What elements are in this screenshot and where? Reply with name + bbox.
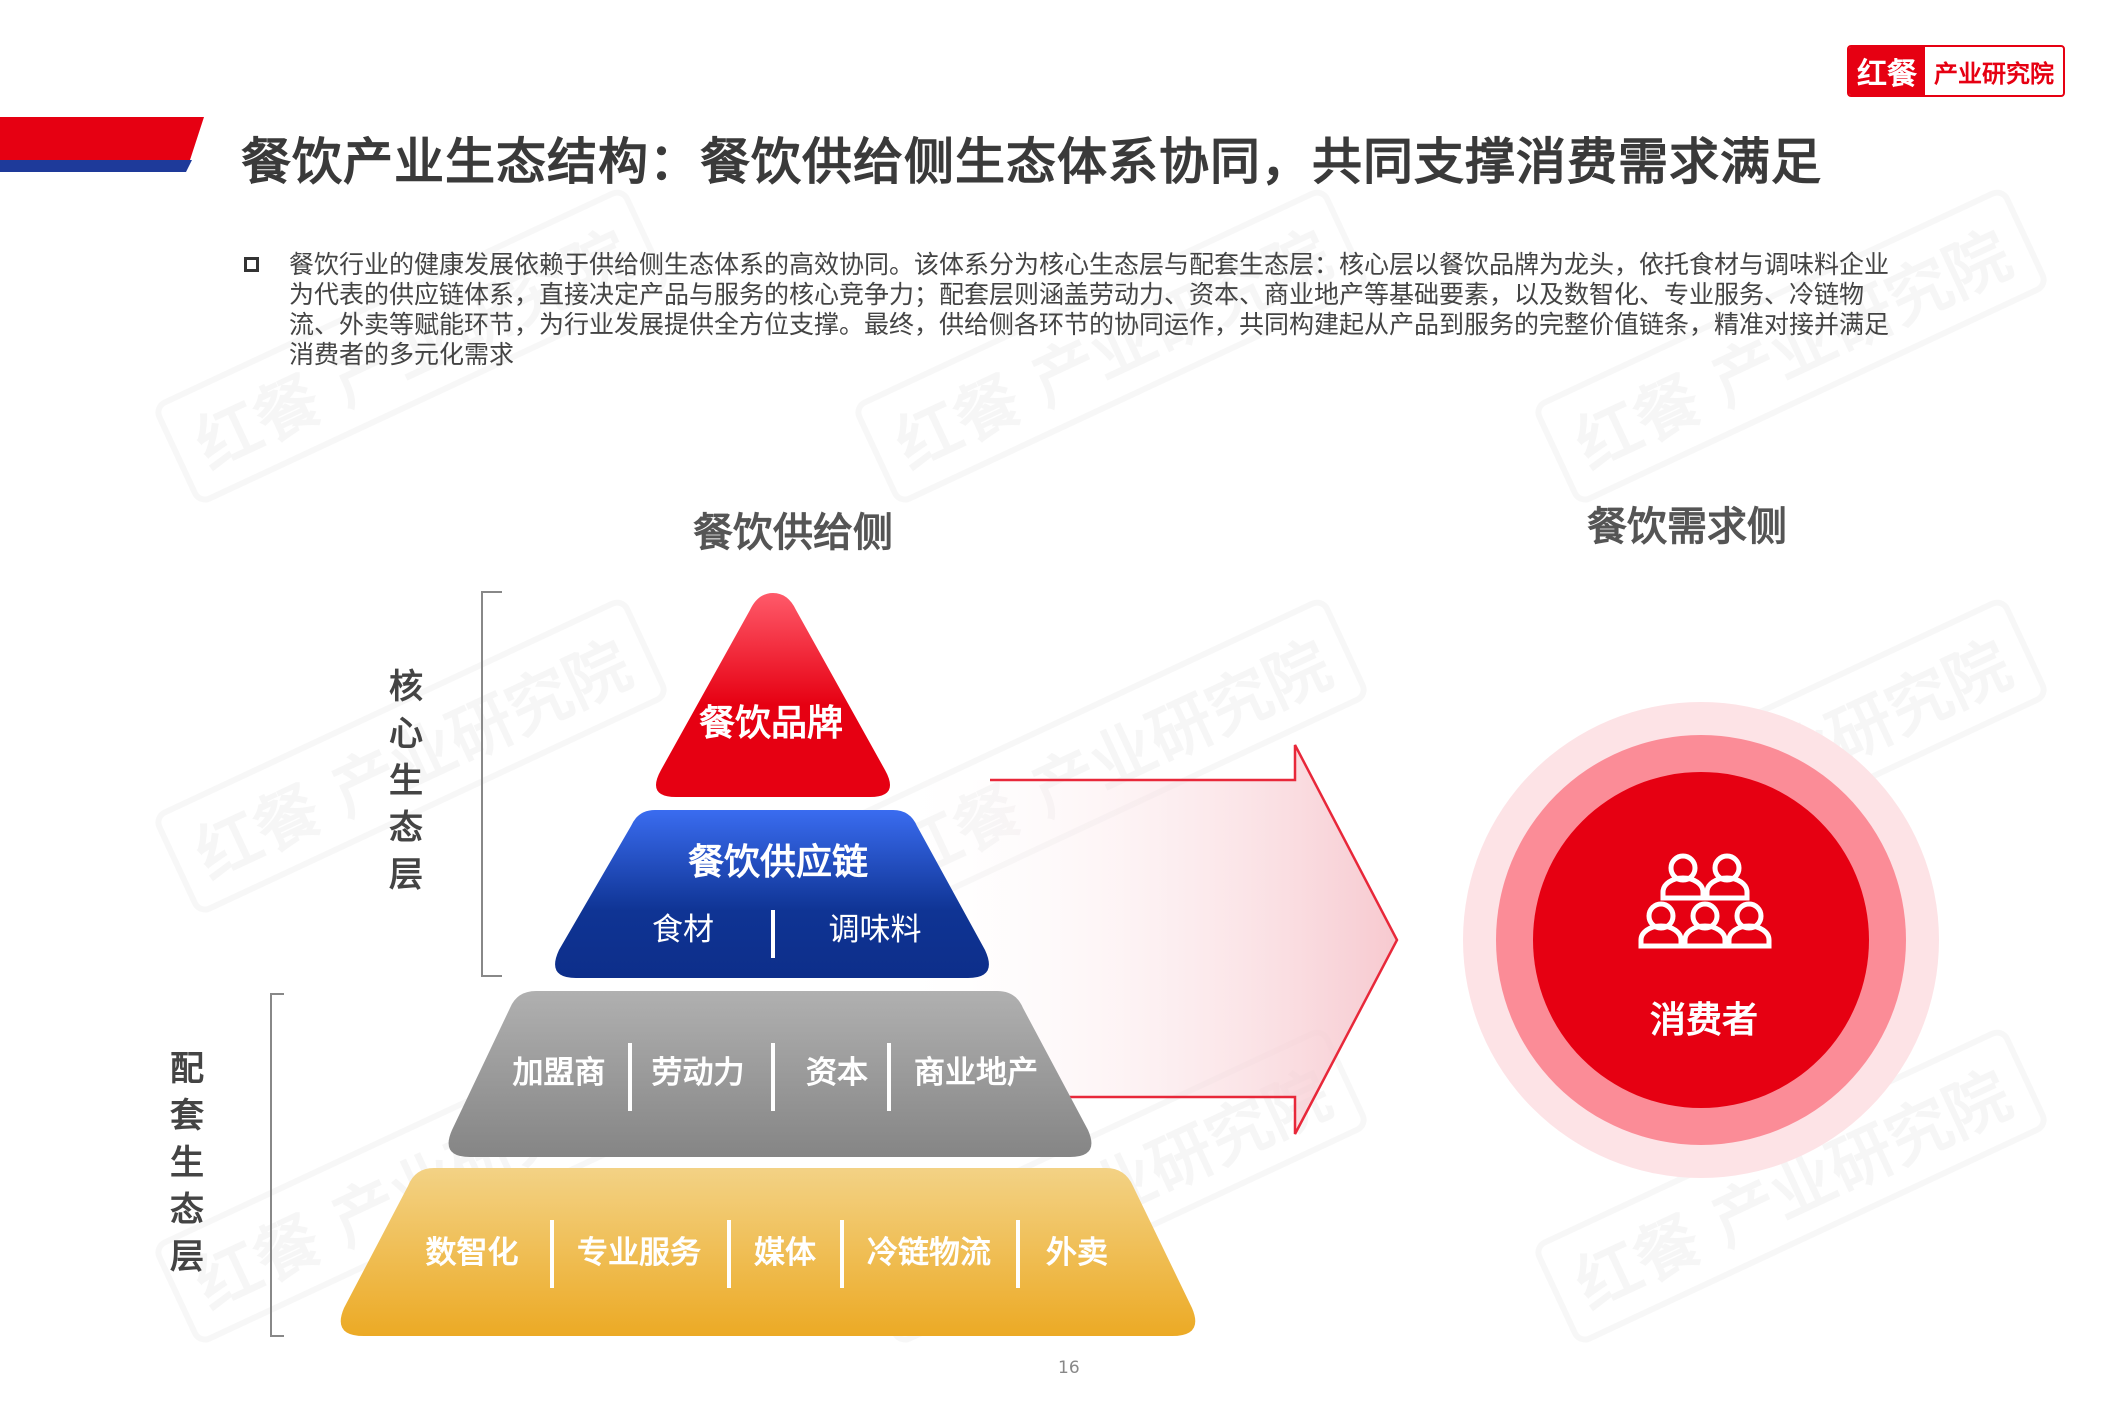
- core-layer-label: 核心生态层: [389, 667, 423, 895]
- enablers-tier: [340, 1168, 1196, 1336]
- enabler: 数智化: [426, 1235, 519, 1271]
- tier-dividers: [550, 910, 1020, 1288]
- basic-element: 商业地产: [914, 1055, 1038, 1091]
- demand-side-title: 餐饮需求侧: [1587, 504, 1787, 550]
- enabler: 媒体: [754, 1235, 816, 1271]
- supply-side-title: 餐饮供给侧: [693, 510, 893, 556]
- enabler: 冷链物流: [867, 1235, 991, 1271]
- logo: 红餐 产业研究院: [1847, 45, 2065, 97]
- consumer-circle: [1533, 772, 1869, 1108]
- logo-mark: 红餐: [1849, 47, 1925, 95]
- supply-item: 食材: [652, 912, 714, 948]
- people-group-icon: [1638, 853, 1772, 949]
- page-title: 餐饮产业生态结构：餐饮供给侧生态体系协同，共同支撑消费需求满足: [241, 133, 1822, 191]
- brand-tier: [656, 593, 890, 797]
- basic-element: 资本: [806, 1055, 868, 1091]
- supply-item: 调味料: [829, 912, 922, 948]
- basic-elements-tier: [448, 991, 1092, 1157]
- arrow-to-demand: [990, 744, 1399, 1135]
- square-bullet-icon: [244, 257, 259, 272]
- supply-chain-label: 餐饮供应链: [688, 842, 868, 883]
- core-layer-bracket: [481, 591, 502, 977]
- basic-element: 加盟商: [513, 1055, 606, 1091]
- brand-label: 餐饮品牌: [699, 703, 843, 744]
- enabler: 专业服务: [577, 1235, 701, 1271]
- summary-text: 餐饮行业的健康发展依赖于供给侧生态体系的高效协同。该体系分为核心生态层与配套生态…: [289, 250, 1890, 369]
- basic-element: 劳动力: [652, 1055, 745, 1091]
- logo-text: 产业研究院: [1934, 59, 2054, 88]
- header-blue-bar: [0, 160, 192, 172]
- supply-chain-tier: [555, 810, 989, 978]
- enabler: 外卖: [1046, 1235, 1108, 1271]
- support-layer-label: 配套生态层: [170, 1049, 204, 1277]
- header-red-bar: [0, 117, 204, 160]
- page-number: 16: [1058, 1358, 1080, 1378]
- support-layer-bracket: [270, 993, 284, 1337]
- consumer-label: 消费者: [1650, 1000, 1758, 1041]
